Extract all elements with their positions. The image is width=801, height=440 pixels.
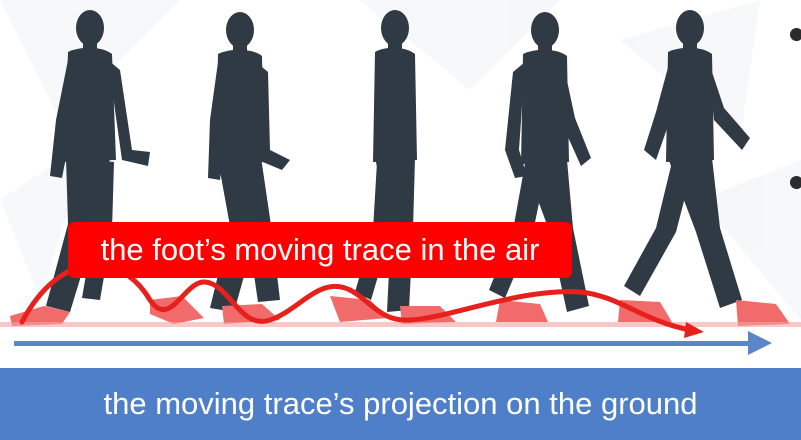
bullet-icon bbox=[790, 28, 801, 41]
walking-person-icon bbox=[624, 10, 750, 308]
ground-line bbox=[0, 322, 801, 327]
foot-marker bbox=[496, 300, 548, 322]
foot-trace-line bbox=[19, 262, 693, 333]
ground-projection-line bbox=[14, 341, 754, 346]
ground-projection-arrowhead bbox=[748, 331, 772, 355]
foot-marker bbox=[736, 300, 790, 326]
foot-trace-arrowhead bbox=[684, 322, 704, 338]
ground-projection-label: the moving trace’s projection on the gro… bbox=[0, 368, 801, 440]
air-trace-label: the foot’s moving trace in the air bbox=[68, 222, 572, 278]
foot-marker bbox=[618, 300, 672, 322]
foot-marker bbox=[330, 296, 388, 322]
bullet-icon bbox=[790, 176, 801, 189]
foot-marker bbox=[150, 296, 204, 324]
